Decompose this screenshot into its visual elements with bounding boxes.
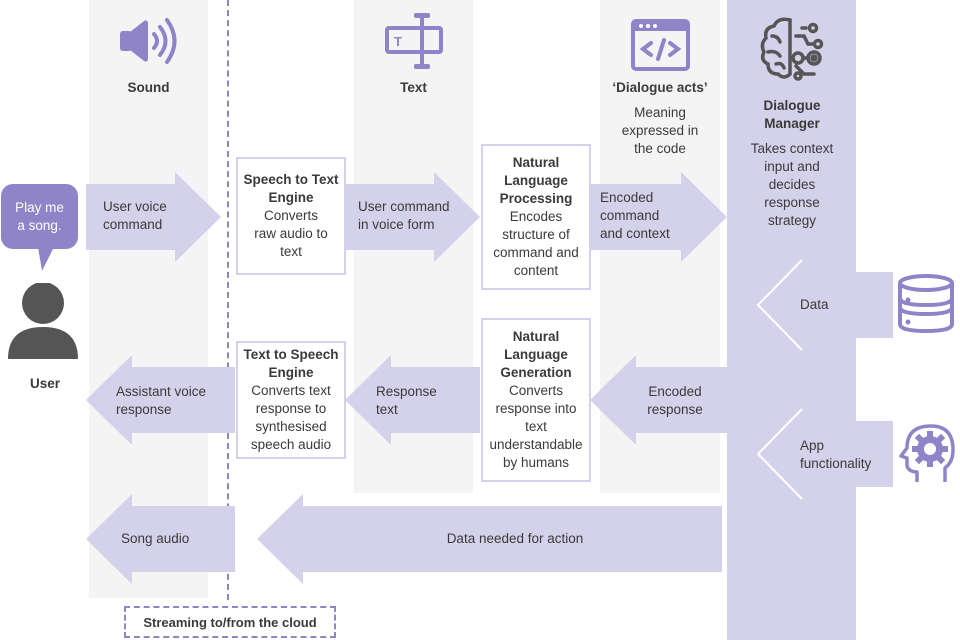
tts-title: Text to Speech Engine — [243, 347, 339, 380]
arrow-assistant-voice-response — [86, 355, 235, 445]
nlg-description: Converts response into text understandab… — [489, 383, 583, 470]
arrow-user-voice-command — [86, 172, 221, 262]
arrow-label-user-voice-command: User voice command — [103, 199, 167, 232]
arrow-label-encoded-response: Encoded response — [647, 384, 703, 417]
arrow-app-functionality — [756, 407, 893, 501]
nlp-title: Natural Language Processing — [499, 155, 573, 206]
dialogue-acts-title: ‘Dialogue acts’ — [612, 80, 708, 95]
cloud-streaming-text: Streaming to/from the cloud — [143, 614, 317, 630]
sound-column — [89, 0, 208, 598]
arrow-label-app-functionality: App functionality — [800, 438, 872, 471]
user-avatar-icon — [7, 282, 79, 361]
sound-column-title: Sound — [127, 80, 170, 95]
arrow-label-data: Data — [800, 297, 829, 312]
arrow-label-song-audio: Song audio — [121, 531, 190, 546]
arrow-encoded-command — [590, 172, 727, 262]
arrow-data — [756, 258, 893, 352]
dialogue-acts-description: Meaning expressed in the code — [621, 105, 699, 156]
arrow-data-needed — [257, 494, 722, 584]
cloud-boundary-line — [227, 0, 229, 600]
stt-description: Converts raw audio to text — [254, 208, 328, 259]
brain-circuit-icon — [758, 14, 828, 84]
database-icon — [897, 274, 957, 334]
nlp-description: Encodes structure of command and content — [493, 209, 579, 278]
tts-engine-box: Text to Speech Engine Converts text resp… — [236, 341, 346, 459]
arrow-user-command-voice-form — [345, 172, 480, 262]
stt-engine-box: Speech to Text Engine Converts raw audio… — [236, 157, 346, 275]
user-speech-bubble: Play me a song. — [1, 184, 78, 249]
user-label: User — [29, 376, 61, 391]
arrow-encoded-response — [590, 355, 727, 445]
arrow-label-user-command-voice-form: User command in voice form — [358, 199, 450, 232]
svg-text:T: T — [394, 34, 402, 49]
arrow-response-text — [345, 355, 480, 445]
speaker-icon — [118, 16, 180, 66]
head-gear-icon — [897, 422, 957, 484]
tts-description: Converts text response to synthesised sp… — [250, 383, 332, 452]
arrow-label-assistant-voice-response: Assistant voice response — [116, 384, 207, 417]
nlg-title: Natural Language Generation — [500, 329, 572, 380]
nlg-box: Natural Language Generation Converts res… — [481, 318, 591, 482]
stt-title: Speech to Text Engine — [243, 172, 339, 205]
text-cursor-icon: T — [384, 12, 444, 70]
arrow-label-encoded-command: Encoded command and context — [600, 190, 670, 241]
code-window-icon — [631, 19, 691, 71]
arrow-song-audio — [86, 494, 235, 584]
cloud-streaming-label: Streaming to/from the cloud — [124, 606, 336, 638]
text-column-title: Text — [400, 80, 427, 95]
dialogue-manager-title: Dialogue Manager — [763, 98, 821, 131]
arrow-label-data-needed: Data needed for action — [446, 531, 584, 546]
nlp-box: Natural Language Processing Encodes stru… — [481, 144, 591, 290]
speech-bubble-tail — [38, 247, 54, 271]
arrow-label-response-text: Response text — [376, 384, 437, 417]
dialogue-manager-description: Takes context input and decides response… — [750, 141, 834, 228]
speech-bubble-text: Play me a song. — [15, 199, 64, 233]
